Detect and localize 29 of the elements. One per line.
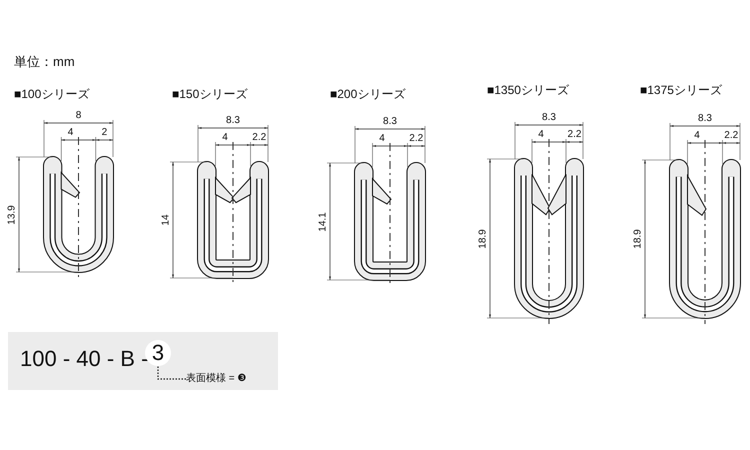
dimension-value: 8.3 (698, 113, 712, 124)
leader-line (157, 366, 186, 380)
unit-note: 単位：mm (14, 53, 75, 71)
part-code-panel (8, 332, 278, 390)
dimension-value: 13.9 (6, 204, 18, 224)
dimension-value: 8.3 (226, 115, 240, 126)
dimension-value: 8.3 (383, 116, 397, 127)
dimension-value: 4 (694, 130, 700, 141)
dimension-value: 2 (102, 127, 108, 138)
dimension-value: 4 (68, 127, 74, 138)
dimension-value: 2.2 (252, 132, 266, 143)
dimension-value: 8.3 (542, 112, 556, 123)
dimension-value: 14 (160, 214, 172, 226)
dimension-value: 4 (379, 133, 385, 144)
dimension-value: 2.2 (568, 129, 582, 140)
series-heading: ■100シリーズ (14, 86, 90, 103)
note-text: 表面模様 = ❸ (186, 372, 272, 386)
dimension-value: 18.9 (632, 229, 644, 249)
dimension-value: 4 (222, 132, 228, 143)
series-heading: ■1375シリーズ (640, 82, 722, 99)
series-heading: ■150シリーズ (172, 86, 248, 103)
dimension-value: 18.9 (478, 228, 488, 248)
dimension-value: 8 (76, 110, 82, 121)
dimension-value: 14.1 (318, 212, 328, 232)
series-heading: ■200シリーズ (330, 86, 406, 103)
series-heading: ■1350シリーズ (487, 82, 569, 99)
dimension-value: 4 (538, 129, 544, 140)
dimension-value: 2.2 (724, 130, 738, 141)
dimension-value: 2.2 (409, 133, 424, 144)
